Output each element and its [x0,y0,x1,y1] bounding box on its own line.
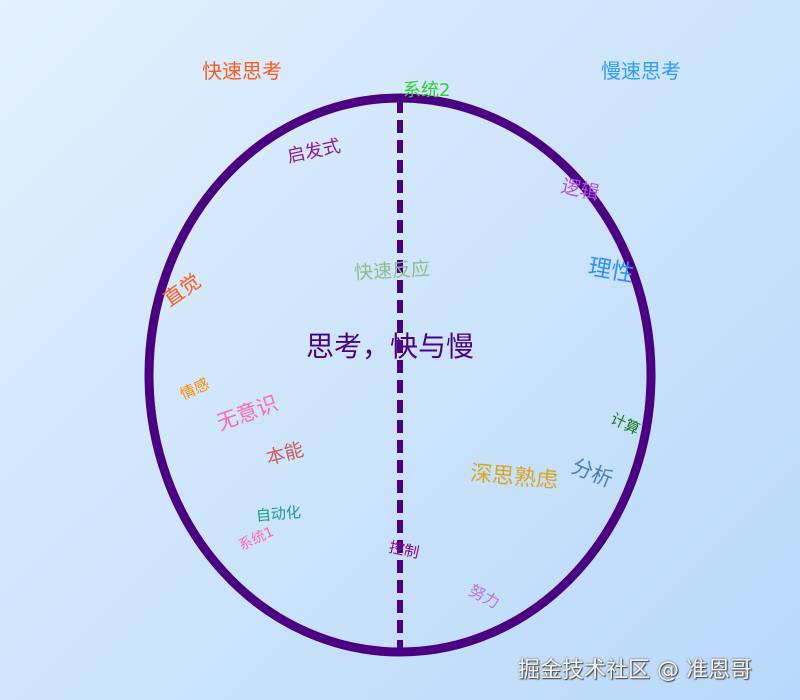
diagram-title: 思考，快与慢 [306,330,475,363]
word-automation: 自动化 [255,503,302,525]
watermark: 掘金技术社区 @ 准恩哥 [518,658,752,683]
word-system2: 系统2 [403,80,451,101]
head-ellipse [144,93,656,657]
word-quick-reaction: 快速反应 [353,258,431,284]
left-heading: 快速思考 [202,59,282,83]
right-heading: 慢速思考 [601,59,681,83]
